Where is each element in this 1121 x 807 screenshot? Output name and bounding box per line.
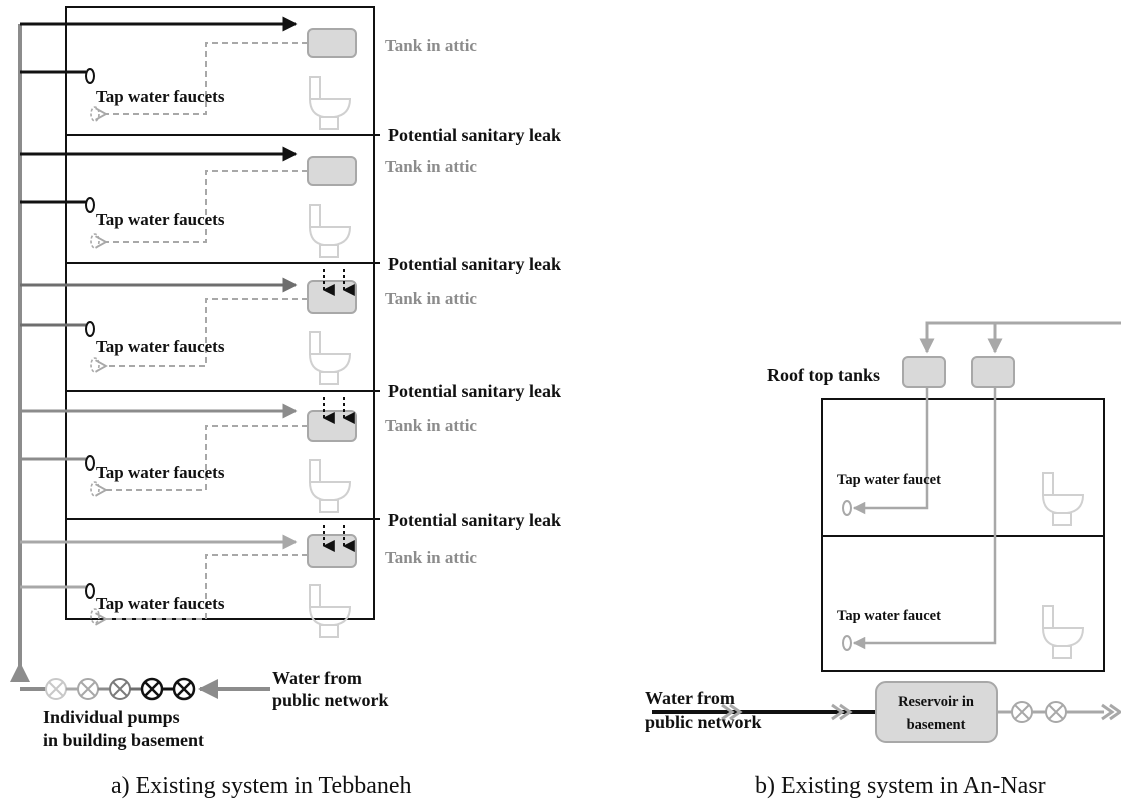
toilet-icon xyxy=(308,459,352,513)
faucet-icon xyxy=(842,500,852,516)
flow-chevrons xyxy=(1101,703,1121,721)
faucet-label: Tap water faucet xyxy=(837,472,941,488)
tank-label: Tank in attic xyxy=(385,289,477,308)
attic-tank xyxy=(307,410,357,442)
pumps-label-line2: in building basement xyxy=(43,730,204,750)
pump-icon xyxy=(1045,701,1067,723)
faucet-icon xyxy=(85,583,95,599)
roof-tank xyxy=(971,356,1015,388)
water-from-label: Water from xyxy=(645,688,735,708)
tank-feed-arrow xyxy=(852,387,929,515)
floor-2: Tank in attic Tap water faucets Potentia… xyxy=(20,146,561,274)
pump-icon xyxy=(77,678,99,700)
tank-label: Tank in attic xyxy=(385,36,477,55)
faucet-icon xyxy=(85,197,95,213)
pump-row xyxy=(45,677,270,701)
roof-tanks-label: Roof top tanks xyxy=(767,365,880,385)
water-from-label: Water from xyxy=(272,668,362,688)
dashed-feed-arrow xyxy=(95,554,308,626)
attic-tank xyxy=(307,28,357,58)
faucet-icon xyxy=(85,321,95,337)
faucet-label: Tap water faucet xyxy=(837,608,941,624)
faucet-ghost-icon xyxy=(90,233,100,249)
faucet-icon xyxy=(85,455,95,471)
faucet-label: Tap water faucets xyxy=(96,337,225,356)
reservoir-box xyxy=(875,681,998,743)
attic-tank xyxy=(307,156,357,186)
flow-chevrons xyxy=(831,703,853,721)
pump-icon xyxy=(1011,701,1033,723)
faucet-ghost-icon xyxy=(90,357,100,373)
tank-label: Tank in attic xyxy=(385,548,477,567)
faucet-label: Tap water faucets xyxy=(96,463,225,482)
panel-a: Tank in attic Tap water faucets Potentia… xyxy=(9,6,561,799)
floor-3: Tank in attic Tap water faucets Potentia… xyxy=(20,269,561,401)
tank-label: Tank in attic xyxy=(385,416,477,435)
faucet-ghost-icon xyxy=(90,106,100,122)
leak-label: Potential sanitary leak xyxy=(388,381,561,401)
dashed-feed-arrow xyxy=(95,42,308,121)
faucet-label: Tap water faucets xyxy=(96,210,225,229)
pumps-label-line1: Individual pumps xyxy=(43,707,180,727)
pump-icon xyxy=(109,678,131,700)
pump-icon xyxy=(172,677,196,701)
tank-feed-arrow xyxy=(852,387,997,650)
faucet-icon xyxy=(85,68,95,84)
building-frame-a xyxy=(65,6,375,620)
caption-b: b) Existing system in An-Nasr xyxy=(755,773,1046,799)
leak-label: Potential sanitary leak xyxy=(388,254,561,274)
attic-tank xyxy=(307,534,357,568)
tank-label: Tank in attic xyxy=(385,157,477,176)
public-network-label: public network xyxy=(272,690,389,710)
leak-label: Potential sanitary leak xyxy=(388,510,561,530)
floor-1: Tank in attic Tap water faucets Potentia… xyxy=(20,16,561,145)
faucet-icon xyxy=(842,635,852,651)
toilet-icon xyxy=(1041,472,1085,526)
pump-icon xyxy=(45,678,67,700)
caption-a: a) Existing system in Tebbaneh xyxy=(111,773,412,799)
leak-label: Potential sanitary leak xyxy=(388,125,561,145)
toilet-icon xyxy=(308,76,352,130)
toilet-icon xyxy=(1041,605,1085,659)
faucet-label: Tap water faucets xyxy=(96,594,225,613)
toilet-icon xyxy=(308,584,352,638)
dashed-feed-arrow xyxy=(95,298,308,373)
roof-supply-line xyxy=(919,321,1121,354)
faucet-ghost-icon xyxy=(90,481,100,497)
reservoir-label-line2: basement xyxy=(907,717,966,733)
faucet-label: Tap water faucets xyxy=(96,87,225,106)
dashed-feed-arrow xyxy=(95,170,308,249)
attic-tank xyxy=(307,280,357,314)
roof-tank xyxy=(902,356,946,388)
panel-b: Roof top tanks Tap water faucet Tap wate… xyxy=(645,321,1121,799)
toilet-icon xyxy=(308,331,352,385)
floor-4: Tank in attic Tap water faucets Potentia… xyxy=(20,397,561,530)
dashed-feed-arrow xyxy=(95,425,308,497)
flow-chevrons xyxy=(721,703,743,721)
pump-icon xyxy=(140,677,164,701)
reservoir-label-line1: Reservoir in xyxy=(898,694,974,710)
public-network-label: public network xyxy=(645,712,762,732)
floor-5: Tank in attic Tap water faucets xyxy=(20,525,477,638)
faucet-ghost-icon xyxy=(90,608,100,624)
toilet-icon xyxy=(308,204,352,258)
